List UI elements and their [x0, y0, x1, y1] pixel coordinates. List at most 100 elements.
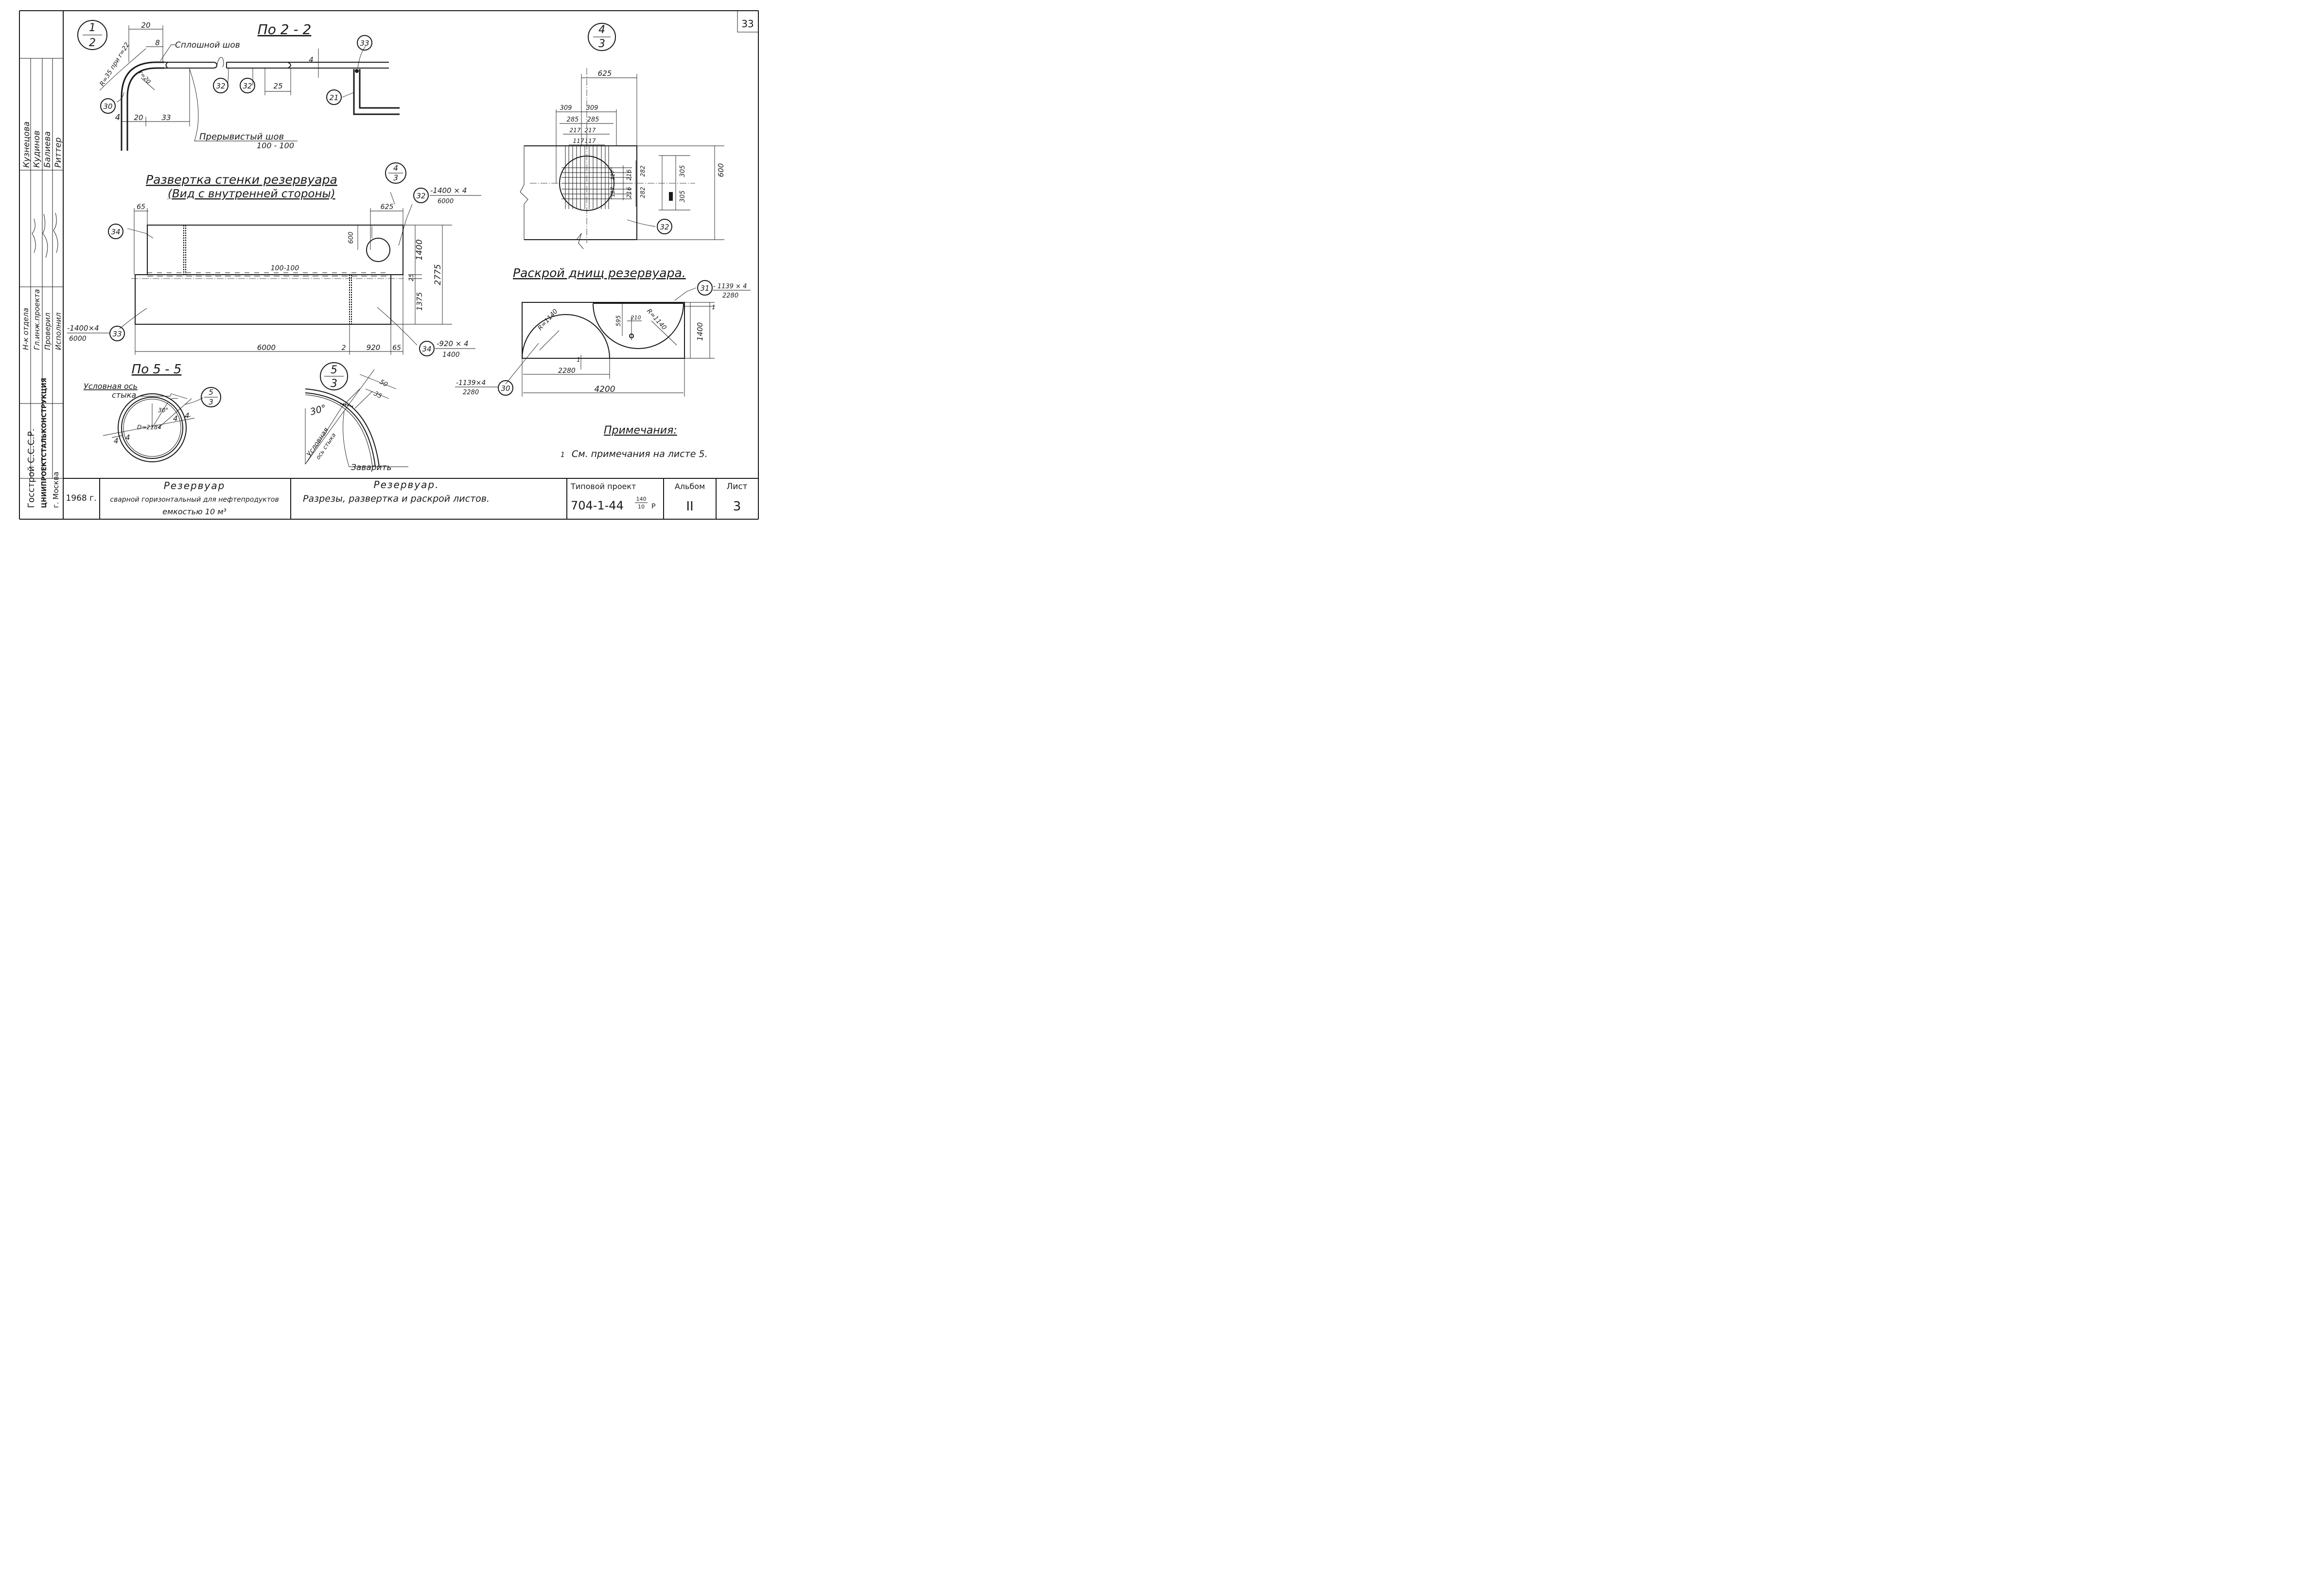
stamp-org-city: г. Москва	[52, 472, 60, 508]
section-5-5-axis-label1: Условная ось	[84, 382, 138, 391]
title-sheet-title: Резервуар.	[374, 479, 439, 491]
d43-dim-600: 600	[717, 163, 725, 177]
bottoms-title: Раскрой днищ резервуара.	[513, 266, 686, 280]
section-5-5-thk-b: 4	[185, 411, 190, 420]
balloon-34-left: 34	[111, 228, 120, 236]
bottoms-dim-1-top: 1	[712, 304, 716, 311]
d43-dim-282b: 282	[639, 187, 646, 198]
d43-dim-282a: 282	[639, 166, 646, 177]
wall-dim-1400: 1400	[415, 239, 424, 260]
balloon-32-detail: 32	[660, 223, 669, 231]
balloon-34-right: 34	[422, 345, 431, 353]
bottoms-radius-right: R=1140	[645, 308, 668, 332]
stamp-role-chief: Гл.инж.проекта	[33, 289, 41, 350]
d43-dim-309b: 309	[586, 105, 598, 112]
stamp-name-kudinov: Кудинов	[32, 131, 42, 168]
wall-development-drawing	[119, 192, 452, 355]
spec-30-bottom: 2280	[463, 389, 479, 396]
d43-dim-285a: 285	[567, 116, 579, 123]
stamp-org-institute: ЦНИИПРОЕКТСТАЛЬКОНСТРУКЦИЯ	[41, 378, 48, 508]
d43-dim-217a: 217	[570, 127, 581, 134]
stamp-org-gosstroy: Госстрой С.С.С.Р.	[26, 428, 36, 508]
title-album-value: II	[686, 499, 693, 514]
wall-dim-100-100: 100-100	[271, 264, 299, 272]
title-project-frac-top: 140	[636, 496, 647, 502]
stamp-role-executed: Исполнил	[54, 312, 63, 350]
spec-34-bottom: 1400	[442, 351, 460, 359]
title-project-label: Типовой проект	[570, 482, 636, 491]
section-5-5-thk-a: 4	[173, 414, 178, 423]
corner-sheet-number: 33	[741, 18, 754, 30]
wall-balloons	[108, 162, 435, 356]
intermittent-weld-label: Прерывистый шов	[199, 132, 284, 142]
side-stamp	[19, 58, 63, 479]
wall-callout-top: 4	[393, 163, 398, 173]
detail-4-3	[520, 23, 724, 249]
d43-dim-217b: 217	[585, 127, 596, 134]
detail-5-3-angle: 30°	[309, 403, 327, 417]
spec-34-top: -920 × 4	[437, 339, 469, 348]
bottoms-radius-left: R=1140	[537, 308, 560, 332]
d43-dim-309a: 309	[560, 105, 572, 112]
section-5-5-angle: 30°	[158, 407, 168, 414]
section-2-2-title: По 2 - 2	[258, 21, 312, 37]
section-5-5-title: По 5 - 5	[132, 362, 182, 377]
d43-dim-117b: 117	[585, 138, 596, 144]
wall-dim-65-top: 65	[137, 203, 145, 211]
spec-32-top: -1400 × 4	[430, 186, 467, 195]
detail-1-2-radius-note: R=35 при r=22	[99, 41, 131, 88]
notes-title: Примечания:	[604, 424, 677, 437]
detail-1-2	[77, 20, 400, 151]
title-sheet-value: 3	[733, 499, 741, 514]
title-sheet-label: Лист	[726, 482, 747, 491]
detail-1-2-inner-radius: r=20	[138, 70, 152, 85]
wall-dim-2775: 2775	[433, 264, 443, 285]
bottoms-dim-210: 210	[631, 315, 641, 321]
balloon-32-b: 32	[243, 82, 252, 90]
d43-dim-117c: 117	[610, 170, 616, 180]
detail-1-2-callout-bottom: 2	[89, 37, 96, 49]
detail-5-3-callout-bottom: 3	[331, 378, 337, 390]
bottoms-dim-595: 595	[615, 316, 622, 327]
title-block	[99, 478, 717, 519]
d43-dim-216a: 216	[626, 169, 632, 180]
title-project-frac-bottom: 10	[638, 504, 645, 510]
d43-dim-305a: 305	[679, 165, 686, 177]
stamp-role-head: Н-к отдела	[21, 308, 30, 350]
wall-dim-25: 25	[408, 274, 415, 281]
stamp-name-kuznetsova: Кузнецова	[22, 122, 32, 168]
wall-callout-bottom: 3	[393, 173, 398, 182]
wall-dim-65-bottom: 65	[392, 344, 401, 352]
balloon-33: 33	[360, 39, 369, 48]
dim-20: 20	[134, 113, 143, 122]
spec-31-bottom: 2280	[722, 292, 738, 299]
wall-dim-1375: 1375	[415, 292, 424, 311]
spec-33-top: -1400×4	[67, 324, 99, 333]
dim-8: 8	[155, 38, 160, 47]
d43-dim-305b: 305	[679, 191, 686, 203]
title-year: 1968 г.	[66, 493, 96, 503]
balloon-21: 21	[329, 93, 338, 102]
dim-4-right: 4	[309, 55, 314, 64]
stamp-name-balieva: Балиева	[43, 131, 53, 168]
bottoms-dim-2280: 2280	[558, 367, 576, 375]
balloon-30-bottoms: 30	[501, 384, 510, 393]
title-product-desc: сварной горизонтальный для нефтепродукто…	[110, 496, 279, 504]
section-5-5-callout-bottom: 3	[209, 398, 213, 406]
wall-dim-2: 2	[342, 344, 346, 352]
drawing-canvas: 33 Н-к отдела Гл.инж.проекта Проверил Ис…	[19, 10, 759, 520]
detail-1-2-balloons	[100, 35, 372, 114]
title-sheet-subtitle: Разрезы, развертка и раскрой листов.	[303, 493, 490, 504]
notes-item-number: 1	[561, 451, 565, 459]
bottoms-drawing	[505, 287, 715, 397]
section-5-5-callout-top: 5	[209, 388, 213, 397]
detail-5-3-dim-50: 50	[378, 378, 389, 388]
detail-5-3-callout-top: 5	[331, 364, 337, 376]
dim-25: 25	[273, 82, 282, 90]
wall-dim-625: 625	[381, 203, 394, 211]
dim-33: 33	[161, 113, 171, 122]
intermittent-weld-size: 100 - 100	[257, 141, 294, 150]
stamp-role-checked: Проверил	[43, 313, 52, 350]
spec-31-top: - 1139 × 4	[713, 283, 747, 290]
notes-item-text: См. примечания на листе 5.	[572, 449, 708, 459]
